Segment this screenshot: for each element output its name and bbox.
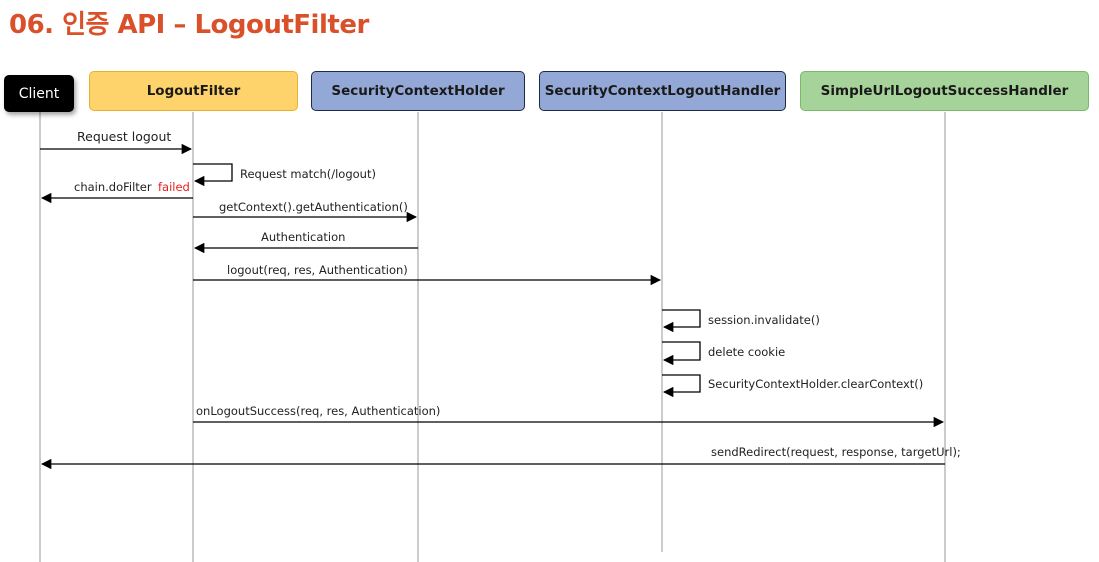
label-logout: logout(req, res, Authentication) [227, 263, 408, 277]
actor-logout-handler: SecurityContextLogoutHandler [539, 71, 786, 111]
label-clear-context: SecurityContextHolder.clearContext() [708, 377, 924, 391]
page-title: 06. 인증 API – LogoutFilter [9, 10, 369, 40]
label-request-match: Request match(/logout) [240, 167, 376, 181]
label-do-filter: chain.doFilter [74, 180, 152, 194]
label-send-redirect: sendRedirect(request, response, targetUr… [711, 445, 961, 459]
arrow-session-invalidate [662, 309, 701, 333]
actor-success-handler: SimpleUrlLogoutSuccessHandler [800, 71, 1089, 111]
actor-logout-filter: LogoutFilter [89, 71, 298, 111]
actor-client: Client [4, 75, 74, 112]
arrow-request-match [193, 163, 233, 187]
label-session-invalidate: session.invalidate() [708, 313, 820, 327]
label-request-logout: Request logout [77, 129, 172, 144]
label-delete-cookie: delete cookie [708, 345, 786, 359]
label-get-context: getContext().getAuthentication() [219, 200, 408, 214]
arrow-clear-context [662, 374, 701, 398]
arrow-delete-cookie [662, 341, 701, 366]
label-authentication: Authentication [261, 230, 346, 244]
label-failed: failed [158, 180, 190, 194]
actor-context-holder: SecurityContextHolder [311, 71, 525, 111]
label-on-logout-success: onLogoutSuccess(req, res, Authentication… [196, 404, 441, 418]
